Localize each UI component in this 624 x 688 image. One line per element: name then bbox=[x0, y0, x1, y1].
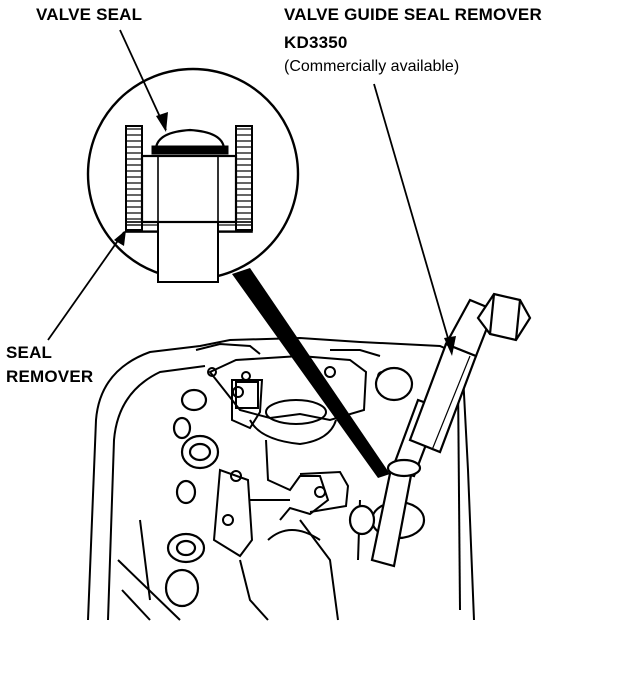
callout-wedge bbox=[232, 268, 390, 478]
tool-name-label: VALVE GUIDE SEAL REMOVER bbox=[284, 5, 542, 24]
head-casting-details bbox=[117, 342, 387, 621]
leader-lines bbox=[47, 29, 453, 353]
leader-arrowheads bbox=[114, 112, 456, 356]
tool-number-label: KD3350 bbox=[284, 33, 348, 52]
valve-bosses bbox=[164, 366, 426, 608]
seal-remover-label-line1: SEAL bbox=[6, 343, 53, 362]
cylinder-head-outline bbox=[87, 336, 475, 621]
seal-remover-tool bbox=[370, 292, 532, 568]
seal-remover-label-line2: REMOVER bbox=[6, 367, 94, 386]
magnified-view bbox=[86, 67, 300, 283]
tool-note-label: (Commercially available) bbox=[284, 58, 460, 75]
valve-seal-label: VALVE SEAL bbox=[36, 5, 143, 24]
